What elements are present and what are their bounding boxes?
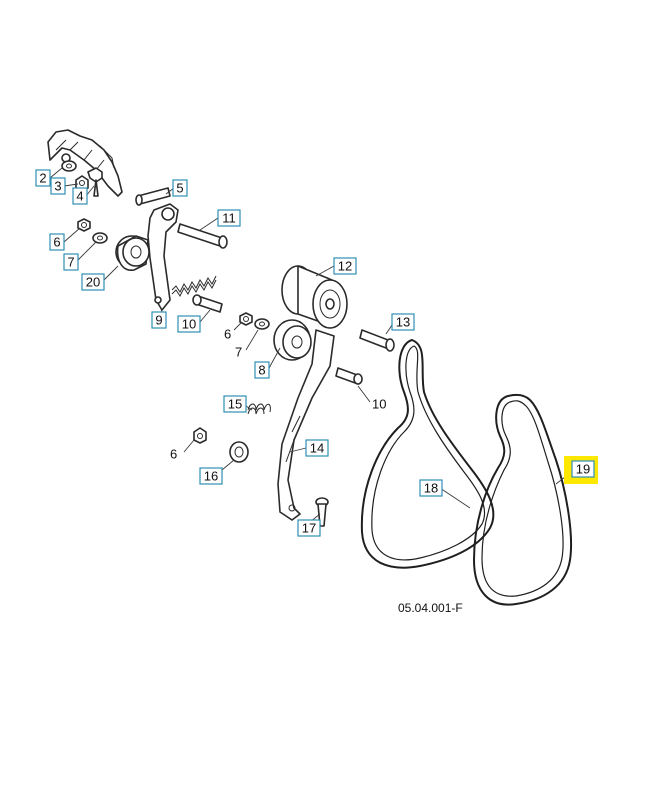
bolt-part-13 bbox=[359, 329, 395, 352]
belt-part-19 bbox=[473, 393, 573, 606]
label-7-center: 7 bbox=[235, 345, 242, 360]
pulley-part-8 bbox=[273, 319, 312, 361]
callout-18[interactable]: 18 bbox=[419, 479, 443, 497]
callout-label: 20 bbox=[86, 275, 100, 290]
idler-arm-part-14 bbox=[277, 329, 335, 521]
washer-part-7-center bbox=[254, 318, 270, 330]
callout-label: 3 bbox=[54, 179, 61, 194]
callout-4[interactable]: 4 bbox=[72, 187, 88, 205]
callout-15[interactable]: 15 bbox=[223, 395, 247, 413]
washer-part-2 bbox=[61, 160, 77, 172]
pulley-part-20 bbox=[115, 235, 150, 271]
callout-label: 6 bbox=[53, 235, 60, 250]
bolt-part-4 bbox=[87, 167, 103, 197]
nut-part-6-left bbox=[77, 218, 91, 232]
callout-5[interactable]: 5 bbox=[172, 179, 188, 197]
washer-part-7-left bbox=[92, 232, 108, 244]
callout-label: 7 bbox=[67, 255, 74, 270]
callout-label: 13 bbox=[396, 315, 410, 330]
callout-2[interactable]: 2 bbox=[35, 169, 51, 187]
callout-7-left[interactable]: 7 bbox=[63, 253, 79, 271]
label-6-center: 6 bbox=[224, 327, 231, 342]
belt-part-18 bbox=[360, 339, 495, 569]
washer-part-16 bbox=[229, 441, 249, 463]
bolt-part-10-right bbox=[335, 367, 363, 385]
bolt-part-11 bbox=[177, 223, 228, 249]
label-10-right: 10 bbox=[372, 397, 386, 412]
callout-label: 18 bbox=[424, 481, 438, 496]
callout-14[interactable]: 14 bbox=[305, 439, 329, 457]
callout-label: 5 bbox=[176, 181, 183, 196]
callout-label: 14 bbox=[310, 441, 324, 456]
callout-label: 11 bbox=[222, 211, 236, 226]
bolt-part-10-left bbox=[192, 294, 223, 313]
callout-11[interactable]: 11 bbox=[217, 209, 241, 227]
callout-label: 9 bbox=[155, 313, 162, 328]
callout-label: 2 bbox=[39, 171, 46, 186]
callout-20[interactable]: 20 bbox=[81, 273, 105, 291]
callout-16[interactable]: 16 bbox=[199, 467, 223, 485]
callout-19-highlighted[interactable]: 19 bbox=[564, 456, 598, 484]
callout-label: 16 bbox=[204, 469, 218, 484]
callout-label: 4 bbox=[76, 189, 83, 204]
leader-lines bbox=[49, 167, 575, 523]
spring-part-15 bbox=[247, 403, 271, 415]
tension-spring bbox=[171, 275, 217, 297]
callout-12[interactable]: 12 bbox=[333, 257, 357, 275]
nut-part-6-bottom bbox=[193, 427, 207, 444]
nut-part-6-center bbox=[239, 312, 253, 326]
callout-13[interactable]: 13 bbox=[391, 313, 415, 331]
callout-17[interactable]: 17 bbox=[297, 519, 321, 537]
callout-8[interactable]: 8 bbox=[254, 361, 270, 379]
callout-label: 8 bbox=[258, 363, 265, 378]
pin-part-5 bbox=[135, 187, 171, 206]
double-pulley-part-12 bbox=[281, 265, 348, 329]
callout-label: 19 bbox=[576, 462, 590, 477]
callout-10-left[interactable]: 10 bbox=[177, 315, 201, 333]
mounting-bracket bbox=[47, 129, 123, 197]
callout-label: 12 bbox=[338, 259, 352, 274]
callout-label: 15 bbox=[228, 397, 242, 412]
idler-arm-part-9 bbox=[147, 203, 179, 311]
callout-3[interactable]: 3 bbox=[50, 177, 66, 195]
callout-6-left[interactable]: 6 bbox=[49, 233, 65, 251]
reference-code: 05.04.001-F bbox=[398, 601, 463, 615]
callout-label: 10 bbox=[182, 317, 196, 332]
callout-9[interactable]: 9 bbox=[151, 311, 167, 329]
callout-label: 17 bbox=[302, 521, 316, 536]
label-6-bottom: 6 bbox=[170, 447, 177, 462]
